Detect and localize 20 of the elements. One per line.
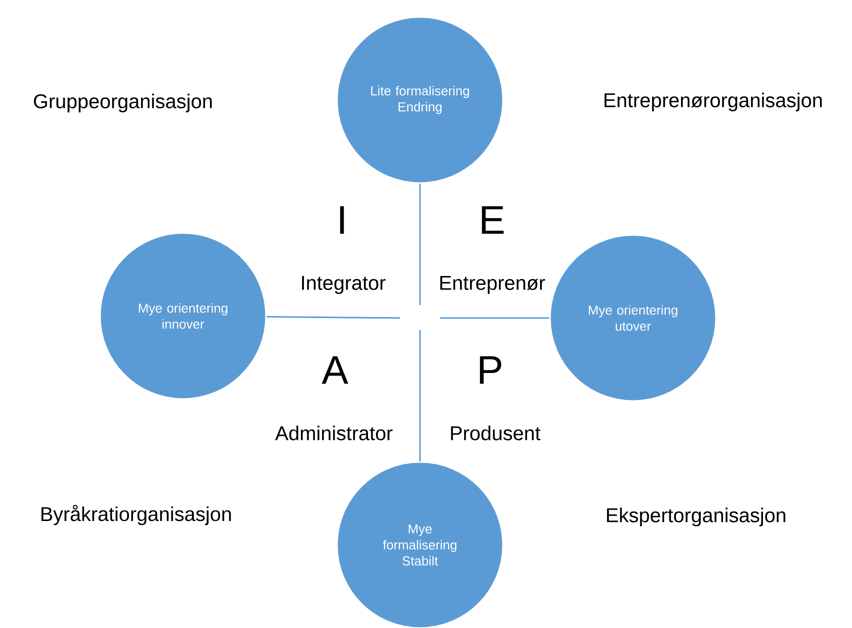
- line: [440, 317, 550, 319]
- circle-node: Mye orientering innover: [99, 232, 267, 400]
- letter: A: [322, 356, 348, 384]
- circle-node: Lite formalisering Endring: [336, 16, 504, 184]
- line: [419, 184, 421, 305]
- text-label: Entreprenørorganisasjon: [604, 92, 822, 112]
- line: [266, 316, 400, 319]
- circle-node: Mye formalisering Stabilt: [336, 461, 504, 628]
- letter: E: [482, 206, 504, 234]
- text-label: Byråkratiorganisasjon: [42, 504, 231, 526]
- letter: P: [480, 356, 502, 384]
- text-label: Entreprenør: [440, 276, 545, 294]
- circle-node: Mye orientering utover: [549, 234, 717, 402]
- text-label: Produsent: [451, 426, 540, 440]
- text-label: Integrator: [302, 276, 386, 294]
- letter: I: [340, 206, 344, 234]
- text-label: Gruppeorganisasjon: [34, 94, 212, 112]
- text-label: Ekspertorganisasjon: [607, 508, 786, 526]
- line: [419, 330, 421, 462]
- text-label: Administrator: [275, 426, 393, 440]
